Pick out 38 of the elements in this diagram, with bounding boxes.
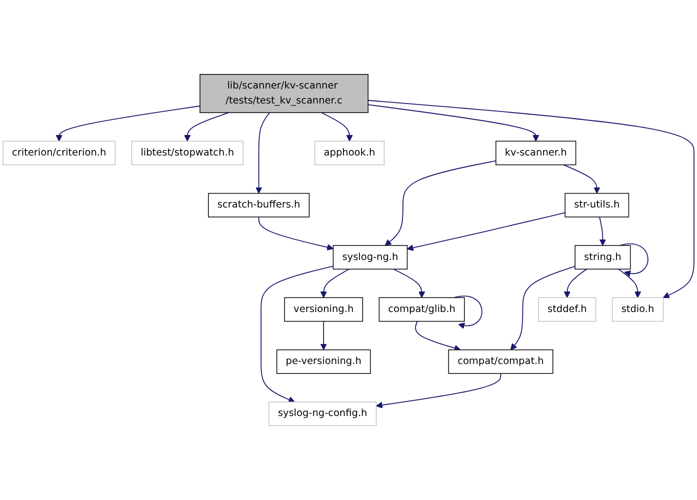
- arrow: [564, 268, 588, 298]
- file-box: string.h: [574, 245, 631, 270]
- arrow: [393, 268, 426, 298]
- arrow: [321, 112, 353, 142]
- file-box: compat/compat.h: [448, 349, 554, 374]
- file-box: syslog-ng.h: [332, 245, 408, 270]
- arrow: [255, 112, 270, 194]
- arrow: [368, 104, 540, 142]
- arrow: [320, 268, 350, 298]
- self-loop-arrow: [619, 244, 648, 276]
- file-box: criterion/criterion.h: [2, 140, 116, 166]
- file-box: libtest/stopwatch.h: [131, 140, 244, 166]
- file-box: str-utils.h: [564, 192, 630, 218]
- arrow: [260, 266, 334, 403]
- arrow: [320, 320, 327, 350]
- arrow: [384, 160, 496, 246]
- arrow: [415, 320, 461, 352]
- arrow: [56, 106, 200, 142]
- arrow: [406, 212, 566, 251]
- arrow: [618, 268, 642, 298]
- file-box: versioning.h: [284, 297, 364, 322]
- arrow: [563, 164, 600, 194]
- arrow: [368, 100, 694, 298]
- arrow: [599, 216, 606, 246]
- arrow: [184, 112, 230, 142]
- arrow: [258, 216, 334, 250]
- file-box: lib/scanner/kv-scanner /tests/test_kv_scanner.c: [200, 74, 368, 114]
- file-box: stddef.h: [538, 297, 596, 322]
- arrow: [510, 266, 576, 350]
- self-loop-arrow: [453, 296, 482, 329]
- arrow: [376, 373, 502, 408]
- file-box: compat/glib.h: [378, 297, 465, 322]
- file-box: apphook.h: [314, 140, 385, 166]
- file-box: pe-versioning.h: [276, 349, 371, 374]
- file-box: stdio.h: [612, 297, 664, 322]
- file-box: kv-scanner.h: [496, 140, 576, 166]
- file-box: scratch-buffers.h: [208, 192, 310, 218]
- file-box: syslog-ng-config.h: [268, 402, 377, 426]
